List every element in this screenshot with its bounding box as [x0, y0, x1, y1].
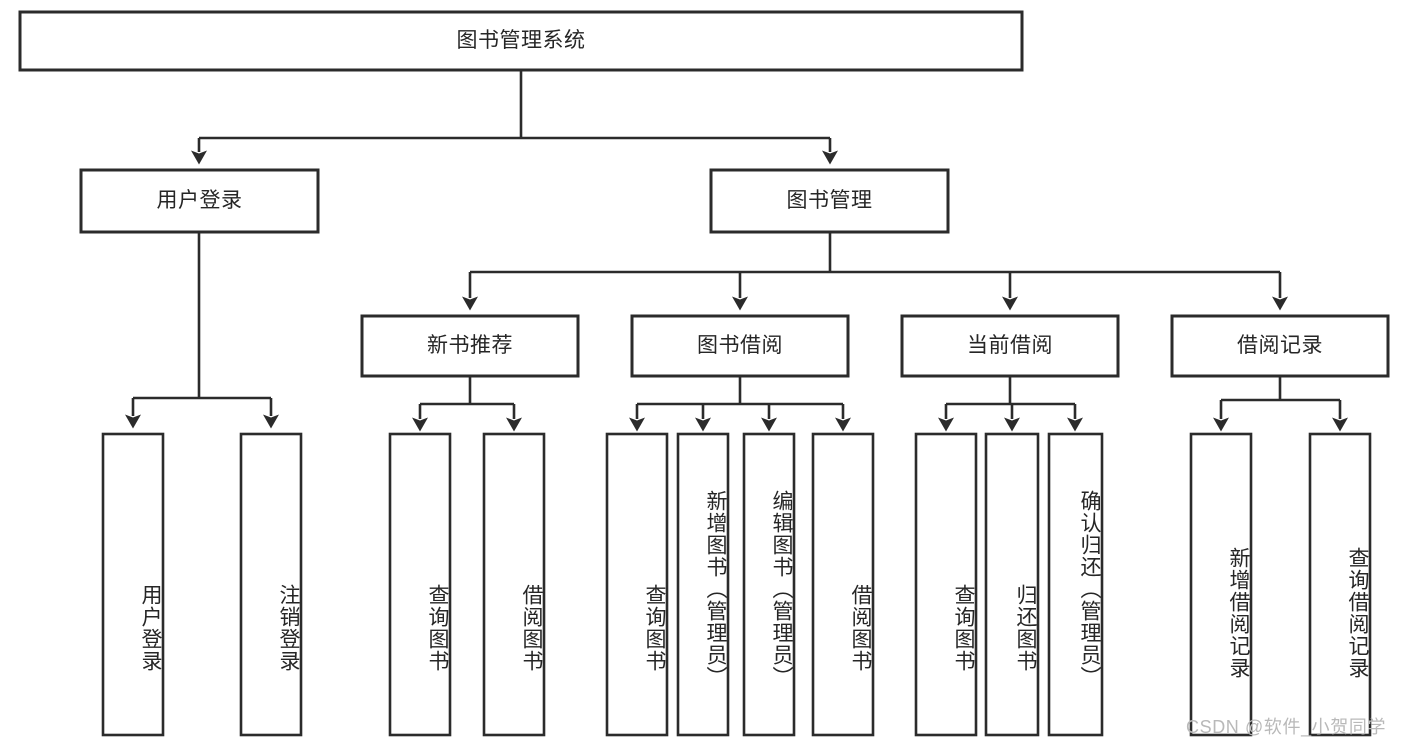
node-box-user-login[interactable]: [79, 168, 320, 234]
node-box-new-book-rec[interactable]: [360, 314, 580, 378]
node-box-leaf-borrow-book-1[interactable]: [482, 432, 546, 737]
node-box-leaf-query-book-1[interactable]: [388, 432, 452, 737]
node-box-root[interactable]: [18, 10, 1024, 72]
node-box-leaf-confirm-return[interactable]: [1047, 432, 1104, 737]
node-box-current-borrow[interactable]: [900, 314, 1120, 378]
node-box-leaf-edit-book[interactable]: [742, 432, 796, 737]
connector-bookmanage-to-level3: [462, 232, 1288, 311]
node-box-leaf-add-record[interactable]: [1189, 432, 1253, 737]
connector-borrowrecord-to-leaves: [1213, 376, 1348, 432]
node-box-book-borrow[interactable]: [630, 314, 850, 378]
node-box-book-manage[interactable]: [709, 168, 950, 234]
node-box-leaf-return-book[interactable]: [984, 432, 1040, 737]
connector-newbook-to-leaves: [412, 376, 522, 432]
node-box-leaf-user-logout[interactable]: [239, 432, 303, 737]
node-box-leaf-query-record[interactable]: [1308, 432, 1372, 737]
node-box-leaf-add-book[interactable]: [676, 432, 730, 737]
connector-userlogin-to-leaves: [125, 232, 279, 429]
node-box-leaf-query-book-2[interactable]: [605, 432, 669, 737]
node-box-borrow-record[interactable]: [1170, 314, 1390, 378]
node-box-leaf-borrow-book-2[interactable]: [811, 432, 875, 737]
node-box-leaf-query-book-3[interactable]: [914, 432, 978, 737]
connector-currentborrow-to-leaves: [938, 376, 1083, 432]
connector-root-to-level2: [191, 70, 838, 165]
node-box-leaf-user-login[interactable]: [101, 432, 165, 737]
connector-bookborrow-to-leaves: [629, 376, 851, 432]
